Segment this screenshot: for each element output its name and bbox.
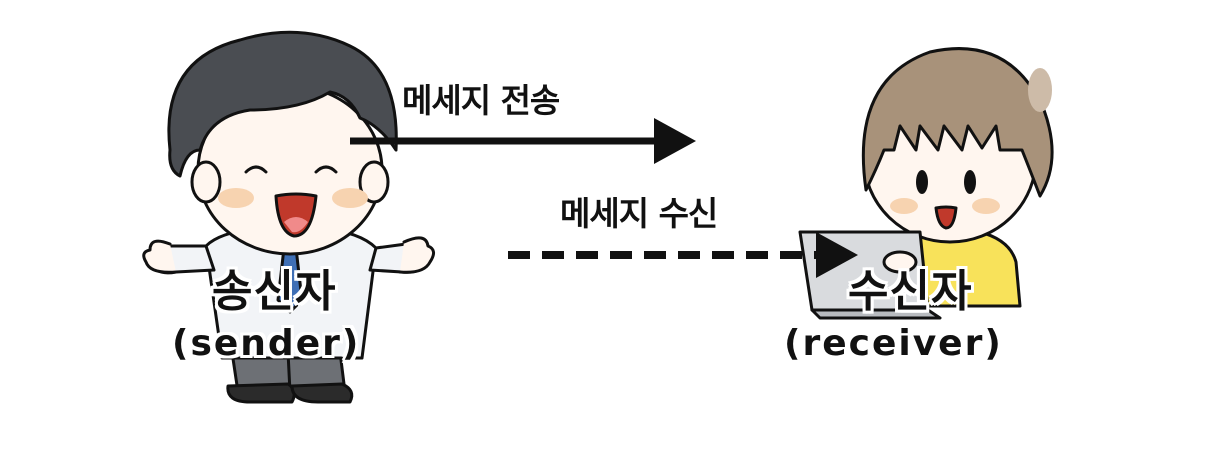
sender-title: 송신자 — [212, 266, 337, 317]
sender-figure-icon — [142, 30, 435, 404]
receiver-subtitle: (receiver) — [784, 323, 1003, 364]
receive-label: 메세지 수신 — [560, 194, 718, 233]
receive-arrow — [508, 232, 858, 278]
receiver-figure-icon — [798, 47, 1054, 320]
sender-subtitle: (sender) — [172, 323, 361, 364]
receiver-title: 수신자 — [848, 266, 973, 317]
send-arrow — [350, 118, 696, 164]
send-label: 메세지 전송 — [402, 81, 560, 120]
